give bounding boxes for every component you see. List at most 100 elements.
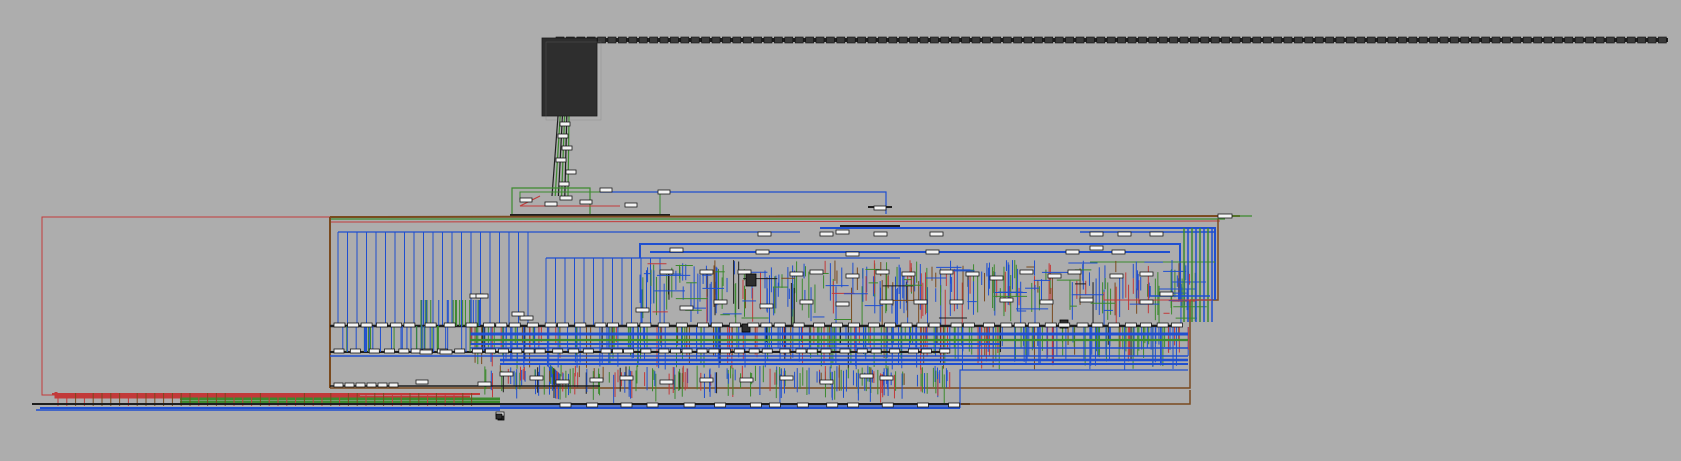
row-node[interactable] <box>483 322 495 328</box>
cluster-node[interactable] <box>477 381 492 387</box>
dark-node[interactable] <box>745 273 757 287</box>
row-node[interactable] <box>747 322 760 328</box>
row-node[interactable] <box>870 348 882 354</box>
cluster-node[interactable] <box>669 247 684 253</box>
cluster-node[interactable] <box>1159 291 1174 297</box>
cluster-node[interactable] <box>779 375 794 381</box>
rail-end-node[interactable] <box>1217 213 1233 219</box>
row-node[interactable] <box>847 322 860 328</box>
trunk-node[interactable] <box>559 121 571 127</box>
row-node[interactable] <box>916 322 929 328</box>
row-node[interactable] <box>820 348 832 354</box>
bottom-node[interactable] <box>714 402 727 408</box>
row-node[interactable] <box>670 348 682 354</box>
connector-node[interactable] <box>511 311 525 317</box>
cluster-node[interactable] <box>925 249 940 255</box>
cluster-node[interactable] <box>1019 269 1034 275</box>
row-node[interactable] <box>720 348 731 354</box>
cluster-node[interactable] <box>659 269 674 275</box>
row-node[interactable] <box>403 322 416 328</box>
row-node[interactable] <box>639 322 652 328</box>
connector-node[interactable] <box>439 349 453 355</box>
row-node[interactable] <box>1140 322 1152 328</box>
row-node[interactable] <box>889 348 901 354</box>
row-node[interactable] <box>884 322 896 328</box>
cluster-node[interactable] <box>819 231 834 237</box>
cluster-node[interactable] <box>1117 231 1132 237</box>
connector-node[interactable] <box>419 349 433 355</box>
bottom-node[interactable] <box>847 402 860 408</box>
cluster-node[interactable] <box>737 269 752 275</box>
cluster-node[interactable] <box>1149 231 1164 237</box>
row-node[interactable] <box>1171 322 1183 328</box>
row-node[interactable] <box>1013 322 1026 328</box>
row-node[interactable] <box>1107 322 1120 328</box>
trunk-node[interactable] <box>558 181 570 187</box>
row-node[interactable] <box>792 322 805 328</box>
cluster-node[interactable] <box>1111 249 1126 255</box>
row-node[interactable] <box>907 348 919 354</box>
row-node[interactable] <box>806 348 818 354</box>
row-node[interactable] <box>813 322 825 328</box>
cluster-node[interactable] <box>913 299 928 305</box>
cluster-node[interactable] <box>809 269 824 275</box>
row-node[interactable] <box>384 348 395 354</box>
bottom-node[interactable] <box>769 402 781 408</box>
row-node[interactable] <box>928 322 941 328</box>
row-node[interactable] <box>710 322 723 328</box>
row-node[interactable] <box>375 322 388 328</box>
row-node[interactable] <box>1058 322 1071 328</box>
row-node[interactable] <box>1027 322 1040 328</box>
row-node[interactable] <box>333 348 345 354</box>
hub-node[interactable] <box>559 195 573 201</box>
bottom-node[interactable] <box>559 402 572 408</box>
row-node[interactable] <box>498 348 509 354</box>
row-node[interactable] <box>761 348 773 354</box>
dark-node[interactable] <box>741 323 751 333</box>
row-node[interactable] <box>640 348 652 354</box>
row-node[interactable] <box>733 348 745 354</box>
row-node[interactable] <box>612 348 623 354</box>
row-node[interactable] <box>657 322 670 328</box>
bottom-node[interactable] <box>620 402 633 408</box>
row-node[interactable] <box>349 348 361 354</box>
row-node[interactable] <box>900 322 913 328</box>
hub-node[interactable] <box>544 201 558 207</box>
row-node[interactable] <box>1000 322 1013 328</box>
row-node[interactable] <box>696 348 708 354</box>
cluster-node[interactable] <box>739 377 754 383</box>
row-node[interactable] <box>950 322 963 328</box>
bottom-node[interactable] <box>826 402 839 408</box>
row-node[interactable] <box>920 348 932 354</box>
row-node[interactable] <box>534 348 546 354</box>
row-node[interactable] <box>552 348 564 354</box>
row-node[interactable] <box>867 322 880 328</box>
cluster-node[interactable] <box>589 377 604 383</box>
row-node[interactable] <box>582 348 594 354</box>
cluster-node[interactable] <box>835 229 850 235</box>
cluster-node[interactable] <box>1139 271 1154 277</box>
cluster-node[interactable] <box>799 299 814 305</box>
row-node[interactable] <box>1076 322 1089 328</box>
cluster-node[interactable] <box>519 315 534 321</box>
cluster-node[interactable] <box>789 271 804 277</box>
cluster-node[interactable] <box>1047 273 1062 279</box>
row-node[interactable] <box>557 322 569 328</box>
cluster-node[interactable] <box>1089 231 1104 237</box>
row-node[interactable] <box>523 348 535 354</box>
row-node[interactable] <box>1124 322 1137 328</box>
row-node[interactable] <box>831 322 843 328</box>
cluster-node[interactable] <box>659 379 674 385</box>
cluster-node[interactable] <box>879 299 894 305</box>
cluster-node[interactable] <box>757 231 772 237</box>
row-node[interactable] <box>454 348 466 354</box>
bottom-node[interactable] <box>586 402 599 408</box>
cluster-node[interactable] <box>529 375 544 381</box>
row-node[interactable] <box>333 322 346 328</box>
row-node[interactable] <box>508 322 521 328</box>
cluster-node[interactable] <box>755 249 770 255</box>
row-node[interactable] <box>568 348 580 354</box>
row-node[interactable] <box>594 322 607 328</box>
row-node[interactable] <box>574 322 587 328</box>
